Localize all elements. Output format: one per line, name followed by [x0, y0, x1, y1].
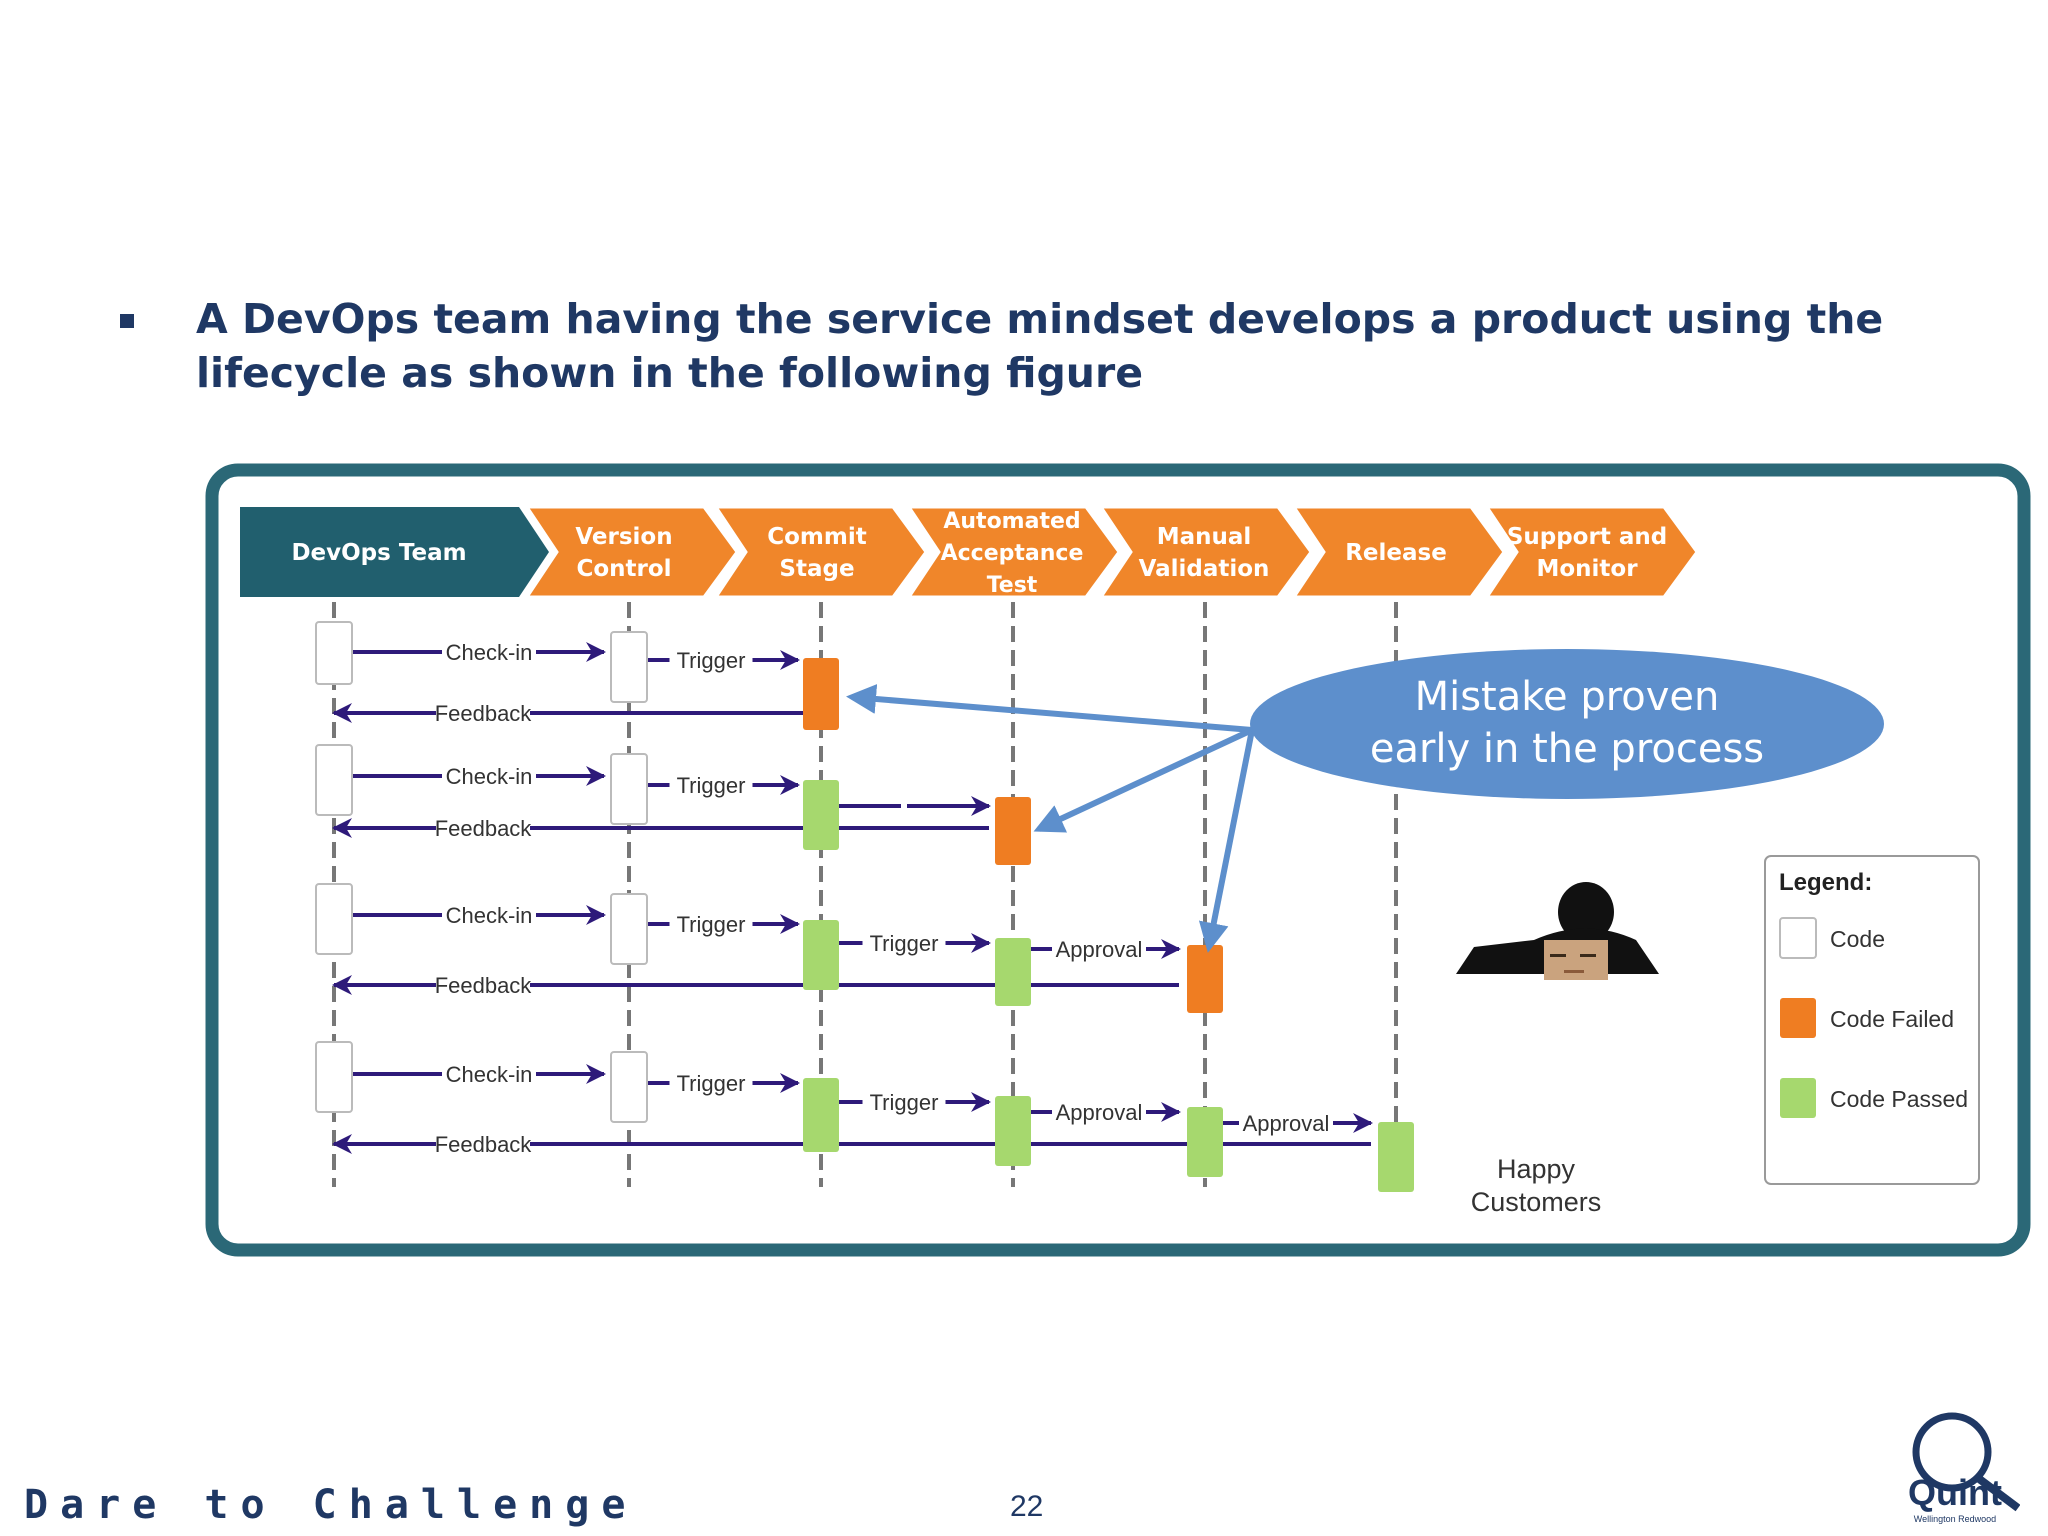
code-passed-box	[995, 938, 1031, 1006]
label-bg	[862, 929, 946, 955]
message-label: Trigger	[677, 1071, 746, 1096]
bullet-point: A DevOps team having the service mindset…	[120, 292, 1940, 400]
stage-label: Manual	[1157, 524, 1252, 550]
code-box	[315, 883, 353, 955]
stage-label: Support and	[1507, 524, 1667, 550]
label-bg	[442, 638, 536, 664]
stage-chevron	[1484, 505, 1699, 599]
message-label: Check-in	[446, 903, 533, 928]
label-bg	[436, 971, 530, 997]
magnifier-logo-icon	[1912, 1412, 2021, 1512]
legend-label: Code	[1830, 926, 1885, 952]
footer-slogan: Dare to Challenge	[24, 1482, 638, 1528]
stage-label: Control	[576, 556, 671, 582]
stage-label: Acceptance	[941, 541, 1084, 566]
message-label: Check-in	[446, 764, 533, 789]
message-label: Feedback	[435, 973, 533, 998]
label-bg	[442, 1060, 536, 1086]
label-bg	[436, 814, 530, 840]
code-failed-box	[995, 797, 1031, 865]
code-passed-box	[1187, 1107, 1223, 1177]
code-box	[315, 744, 353, 816]
stage-chevron	[524, 505, 739, 599]
message-label: Approval	[1056, 937, 1143, 962]
stage-label: Commit	[767, 524, 867, 550]
message-label: Check-in	[446, 1062, 533, 1087]
label-bg	[862, 1088, 946, 1114]
message-label: Approval	[1243, 1111, 1330, 1136]
stage-label: Automated	[943, 509, 1080, 534]
stage-chevron	[1291, 505, 1506, 599]
legend-label: Code Passed	[1830, 1086, 1968, 1112]
stage-chevron	[906, 505, 1121, 599]
message-label: Check-in	[446, 640, 533, 665]
legend-title: Legend:	[1779, 869, 1872, 896]
label-bg	[436, 699, 530, 725]
label-bg	[669, 910, 753, 936]
code-passed-box	[803, 780, 839, 850]
code-passed-box	[1378, 1122, 1414, 1192]
code-failed-box	[1187, 945, 1223, 1013]
logo-subtext: Wellington Redwood	[1913, 1514, 1997, 1524]
logo-text: Quint	[1908, 1472, 2002, 1513]
happy-customer-icon	[1456, 882, 1659, 980]
stage-label: Validation	[1139, 556, 1270, 582]
label-bg	[1052, 1098, 1146, 1124]
label-bg	[442, 762, 536, 788]
code-box	[610, 893, 648, 965]
label-bg	[436, 1130, 530, 1156]
bullet-text: A DevOps team having the service mindset…	[196, 295, 1884, 397]
message-label: Approval	[1056, 1100, 1143, 1125]
label-bg	[442, 901, 536, 927]
stage-label: Version	[575, 524, 672, 550]
code-box	[610, 1051, 648, 1123]
label-bg	[669, 771, 753, 797]
code-box	[610, 631, 648, 703]
code-failed-box	[803, 658, 839, 730]
message-label: Trigger	[677, 648, 746, 673]
message-label: Trigger	[677, 773, 746, 798]
stage-chevron	[1098, 505, 1313, 599]
stage-label: DevOps Team	[291, 540, 466, 566]
message-label: Feedback	[435, 1132, 533, 1157]
bullet-marker	[120, 314, 134, 328]
page-number: 22	[1010, 1490, 1044, 1523]
code-passed-box	[995, 1096, 1031, 1166]
code-box	[315, 621, 353, 685]
stage-devops-team	[240, 507, 549, 597]
label-bg	[669, 646, 753, 672]
code-box	[315, 1041, 353, 1113]
legend-swatch	[1780, 1078, 1816, 1118]
stage-label: Stage	[779, 556, 854, 582]
label-bg	[901, 792, 907, 818]
quint-logo: Quint Wellington Redwood	[1890, 1402, 2021, 1526]
stage-label: Release	[1345, 540, 1447, 566]
code-boxes	[315, 621, 1414, 1192]
message-label: Feedback	[435, 701, 533, 726]
legend-swatch	[1780, 998, 1816, 1038]
stage-label: Monitor	[1536, 556, 1638, 582]
legend-swatch	[1779, 917, 1817, 959]
stage-chevron	[713, 505, 928, 599]
code-box	[610, 753, 648, 825]
message-label: Trigger	[677, 912, 746, 937]
legend-label: Code Failed	[1830, 1006, 1954, 1032]
message-label: Trigger	[870, 931, 939, 956]
code-passed-box	[803, 920, 839, 990]
stage-label: Test	[987, 573, 1038, 598]
label-bg	[1239, 1109, 1333, 1135]
message-label: Feedback	[435, 816, 533, 841]
code-passed-box	[803, 1078, 839, 1152]
message-label: Trigger	[870, 1090, 939, 1115]
label-bg	[1052, 935, 1146, 961]
label-bg	[669, 1069, 753, 1095]
